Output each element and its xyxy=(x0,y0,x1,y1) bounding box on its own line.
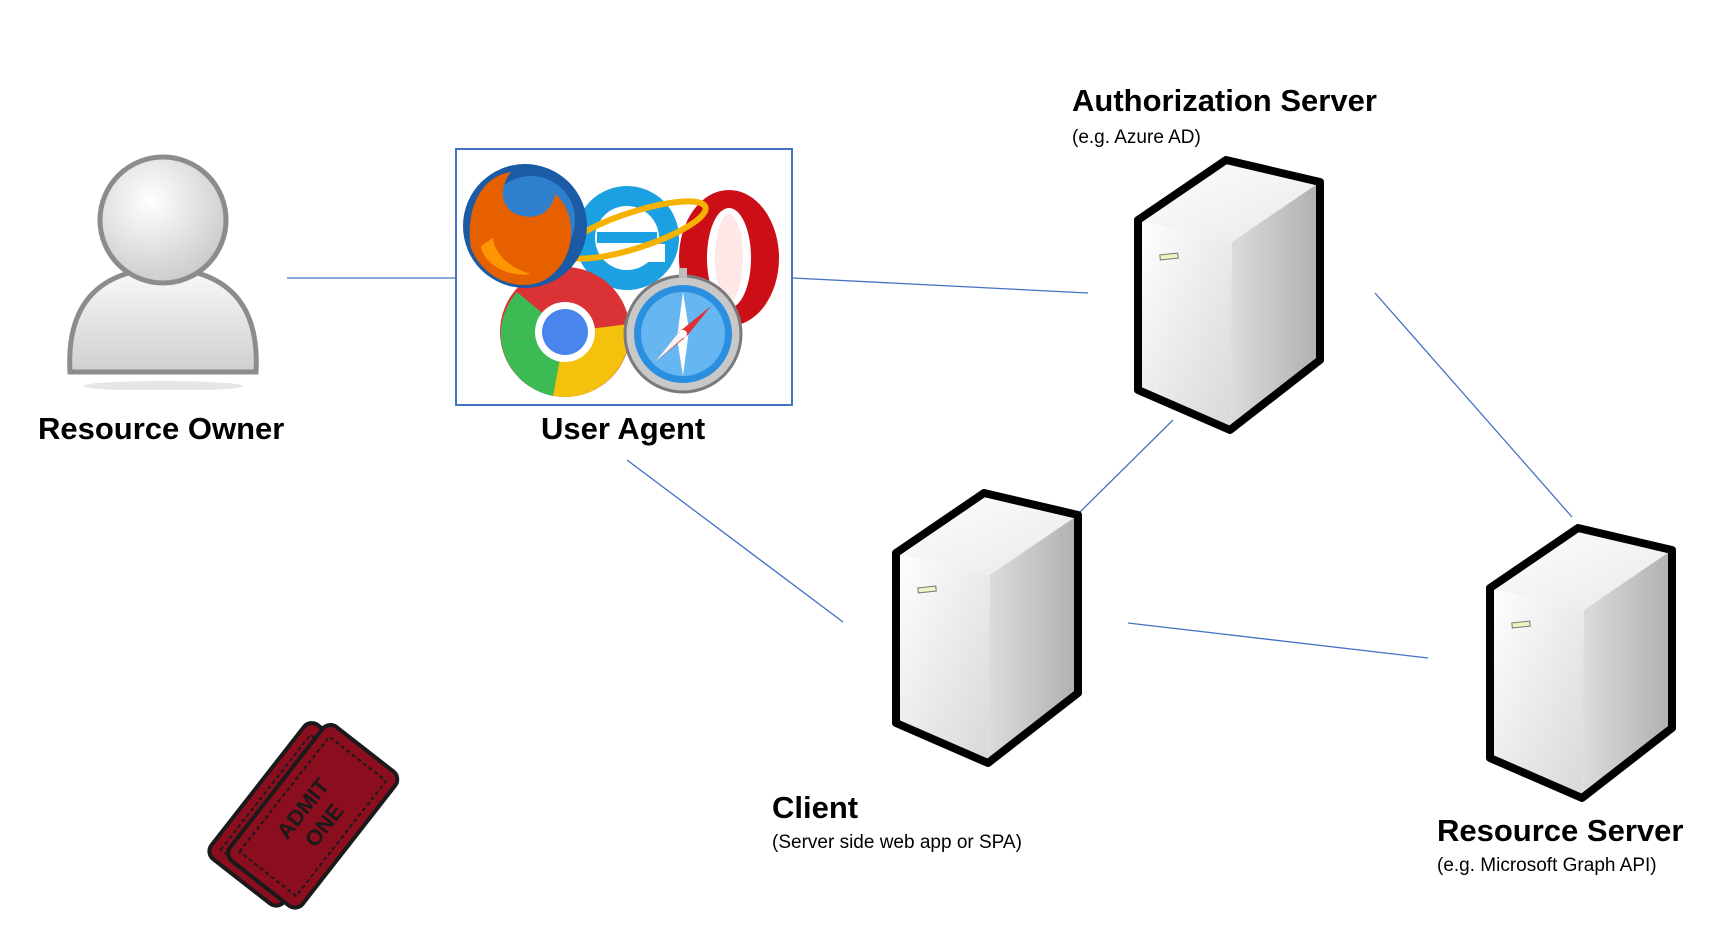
authorization-server-label: Authorization Server xyxy=(1072,83,1377,118)
user-agent-label: User Agent xyxy=(541,411,706,446)
server-icon xyxy=(1134,156,1324,434)
firefox-icon xyxy=(463,164,587,288)
link-client-authserver xyxy=(1079,419,1174,513)
link-authserver-resource xyxy=(1374,292,1573,518)
client-label: Client xyxy=(772,790,859,825)
server-icon xyxy=(1486,524,1676,802)
client-sublabel: (Server side web app or SPA) xyxy=(772,832,1022,853)
internet-explorer-icon xyxy=(561,186,709,290)
chrome-icon xyxy=(500,267,630,398)
link-agent-client xyxy=(626,459,844,623)
resource-owner-label: Resource Owner xyxy=(38,411,285,446)
link-client-resource xyxy=(1127,622,1429,659)
resource-server-label: Resource Server xyxy=(1437,813,1684,848)
server-icon xyxy=(892,489,1082,767)
ticket-icon: ADMIT ONE xyxy=(207,721,400,910)
link-agent-authserver xyxy=(792,277,1089,294)
user-agent-box xyxy=(455,148,793,406)
person-icon xyxy=(67,154,259,390)
safari-icon xyxy=(623,268,743,394)
resource-server-sublabel: (e.g. Microsoft Graph API) xyxy=(1437,855,1657,876)
authorization-server-sublabel: (e.g. Azure AD) xyxy=(1072,127,1201,148)
